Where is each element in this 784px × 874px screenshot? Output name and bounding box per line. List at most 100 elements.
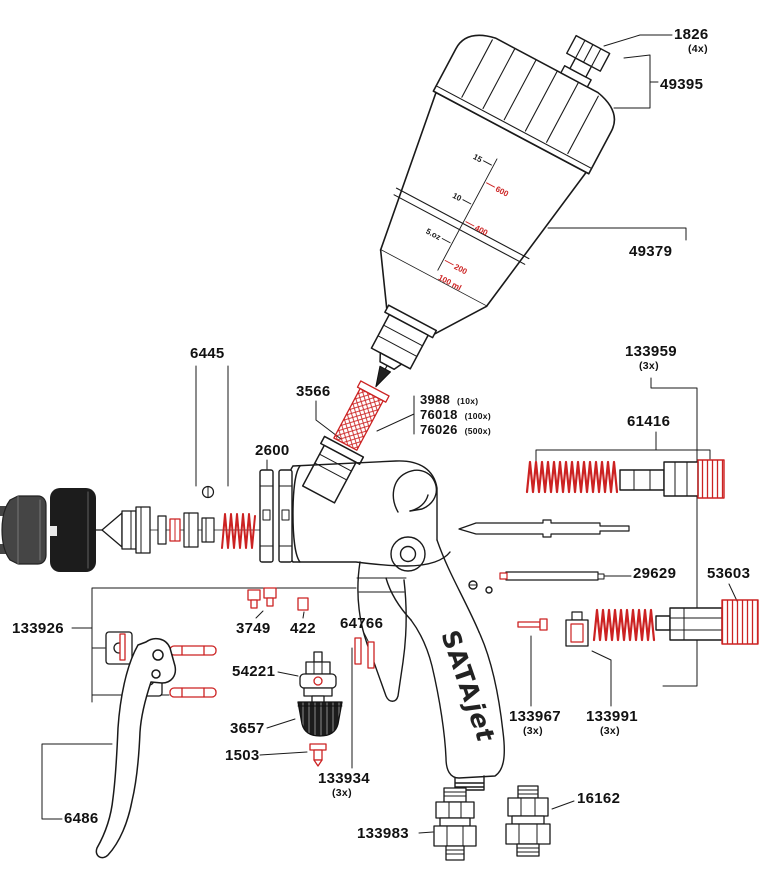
part-number: 29629 xyxy=(633,565,677,582)
part-label-133967: 133967 (3x) xyxy=(509,708,561,738)
valve-spring xyxy=(525,460,619,494)
air-inlet-stub xyxy=(454,775,485,791)
locking-pins xyxy=(354,637,375,669)
gun-body xyxy=(285,460,505,791)
part-number: 61416 xyxy=(627,413,671,430)
part-label-6445: 6445 xyxy=(190,345,225,362)
part-label-61416: 61416 xyxy=(627,413,670,430)
part-number: 54221 xyxy=(232,663,276,680)
part-label-422: 422 xyxy=(290,620,316,637)
cup-lid xyxy=(432,34,616,175)
air-distribution-insert xyxy=(259,469,293,563)
paint-strainer xyxy=(333,380,390,451)
part-label-53603: 53603 xyxy=(707,565,750,582)
part-qty: (4x) xyxy=(688,43,708,55)
part-label-29629: 29629 xyxy=(633,565,676,582)
cup-inlet-elbow xyxy=(301,435,365,504)
part-label-3657: 3657 xyxy=(230,720,265,737)
paint-needle xyxy=(458,519,630,538)
part-number: 16162 xyxy=(577,790,621,807)
part-qty: (3x) xyxy=(639,360,659,372)
part-qty: (10x) xyxy=(457,396,479,406)
part-label-3566: 3566 xyxy=(296,383,331,400)
knurled-knob xyxy=(297,701,343,737)
part-label-133991: 133991 (3x) xyxy=(586,708,638,738)
part-label-133959: 133959 (3x) xyxy=(625,343,677,373)
piston-rod xyxy=(499,571,605,581)
part-number: 64766 xyxy=(340,615,384,632)
part-number: 49379 xyxy=(629,243,673,260)
cup-spout xyxy=(370,304,438,371)
packing-gland-hook xyxy=(392,469,438,513)
part-number: 133959 xyxy=(625,343,677,360)
seal-ring xyxy=(297,597,309,611)
part-number: 133991 xyxy=(586,708,638,725)
part-number: 133926 xyxy=(12,620,64,637)
part-number: 2600 xyxy=(255,442,290,459)
part-label-76018: 76018 (100x) xyxy=(420,407,491,423)
valve-seat xyxy=(565,611,589,647)
mounting-pins xyxy=(119,633,217,698)
part-number: 76018 xyxy=(420,407,458,422)
brand-text: SATAjet xyxy=(435,627,500,746)
part-number: 1826 xyxy=(674,26,709,43)
part-number: 3988 xyxy=(420,392,451,407)
part-label-133926: 133926 xyxy=(12,620,64,637)
part-label-2600: 2600 xyxy=(255,442,290,459)
needle-seal-parts xyxy=(157,512,215,548)
part-label-133934: 133934 (3x) xyxy=(318,770,370,800)
part-number: 49395 xyxy=(660,76,704,93)
air-valve-housing xyxy=(357,561,407,702)
part-label-64766: 64766 xyxy=(340,615,383,632)
part-label-16162: 16162 xyxy=(577,790,620,807)
part-number: 133983 xyxy=(357,825,409,842)
trigger xyxy=(95,637,177,859)
valve-stack xyxy=(299,651,337,705)
cup-body xyxy=(379,91,587,335)
leader-lines xyxy=(41,34,738,834)
part-number: 133967 xyxy=(509,708,561,725)
adjustment-spring xyxy=(592,608,656,642)
part-qty: (3x) xyxy=(523,725,543,737)
air-piston-valve xyxy=(619,459,725,499)
brand-sata: SATA xyxy=(435,627,486,706)
fluid-nozzle xyxy=(95,506,151,554)
part-number: 133934 xyxy=(318,770,370,787)
handle xyxy=(410,619,505,779)
part-number: 3749 xyxy=(236,620,271,637)
vent-cap xyxy=(560,34,611,88)
part-number: 6445 xyxy=(190,345,225,362)
part-label-6486: 6486 xyxy=(64,810,99,827)
part-label-3749: 3749 xyxy=(236,620,271,637)
paint-cup-assembly: 15 10 5.oz 600 400 200 100 ml xyxy=(301,34,616,504)
drip-tube-tip xyxy=(375,364,392,388)
part-label-133983: 133983 xyxy=(357,825,409,842)
air-cap xyxy=(0,495,47,565)
valve-pin xyxy=(517,618,548,631)
body-boss xyxy=(390,536,426,572)
part-number: 6486 xyxy=(64,810,99,827)
part-number: 76026 xyxy=(420,422,458,437)
seal-screw xyxy=(201,485,215,499)
part-number: 3566 xyxy=(296,383,331,400)
part-label-3988: 3988 (10x) xyxy=(420,392,478,408)
part-label-1826: 1826 (4x) xyxy=(674,26,709,56)
part-label-49379: 49379 xyxy=(629,243,672,260)
part-qty: (100x) xyxy=(464,411,491,421)
part-label-76026: 76026 (500x) xyxy=(420,422,491,438)
part-number: 422 xyxy=(290,620,316,637)
part-label-1503: 1503 xyxy=(225,747,260,764)
hose-coupling-right xyxy=(505,785,551,857)
part-qty: (500x) xyxy=(464,426,491,436)
part-qty: (3x) xyxy=(332,787,352,799)
air-cap-retaining-ring xyxy=(50,488,96,572)
set-screw xyxy=(309,743,327,767)
part-number: 1503 xyxy=(225,747,260,764)
part-number: 53603 xyxy=(707,565,751,582)
connector-nipples xyxy=(247,587,277,609)
part-qty: (3x) xyxy=(600,725,620,737)
part-number: 3657 xyxy=(230,720,265,737)
part-label-49395: 49395 xyxy=(660,76,703,93)
